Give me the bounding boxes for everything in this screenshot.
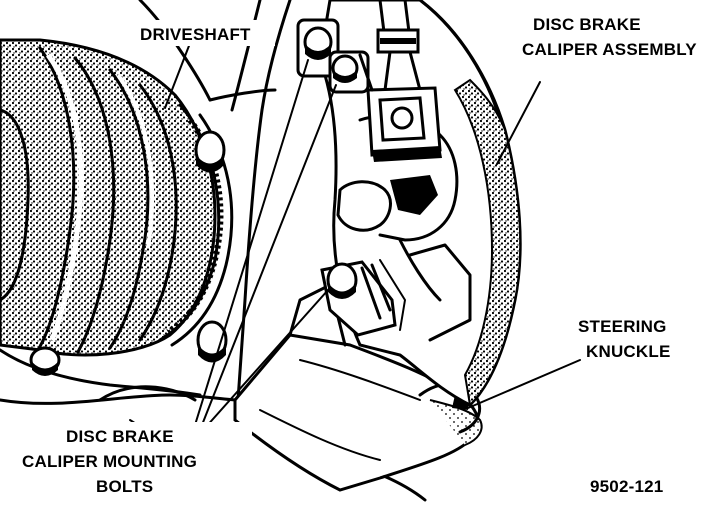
leader-lines (164, 37, 581, 431)
upper-mounting-bolt (296, 18, 374, 94)
steering-knuckle-label-line2: KNUCKLE (586, 342, 671, 361)
figure-id: 9502-121 (590, 477, 663, 496)
caliper-assembly-label-line1: DISC BRAKE (533, 15, 641, 34)
steering-knuckle-label-line1: STEERING (578, 317, 667, 336)
hub-flange (0, 0, 277, 397)
mounting-bolts-label-line3: BOLTS (96, 477, 153, 496)
lower-mounting-bolt (320, 260, 397, 337)
driveshaft-label-bg (135, 20, 275, 46)
mounting-bolts-label-line1: DISC BRAKE (66, 427, 174, 446)
driveshaft-boot (0, 38, 217, 357)
driveshaft-label: DRIVESHAFT (140, 25, 251, 44)
mounting-bolts-label-line2: CALIPER MOUNTING (22, 452, 197, 471)
caliper-assembly-label-line2: CALIPER ASSEMBLY (522, 40, 697, 59)
bolts-label-bg (20, 422, 252, 497)
